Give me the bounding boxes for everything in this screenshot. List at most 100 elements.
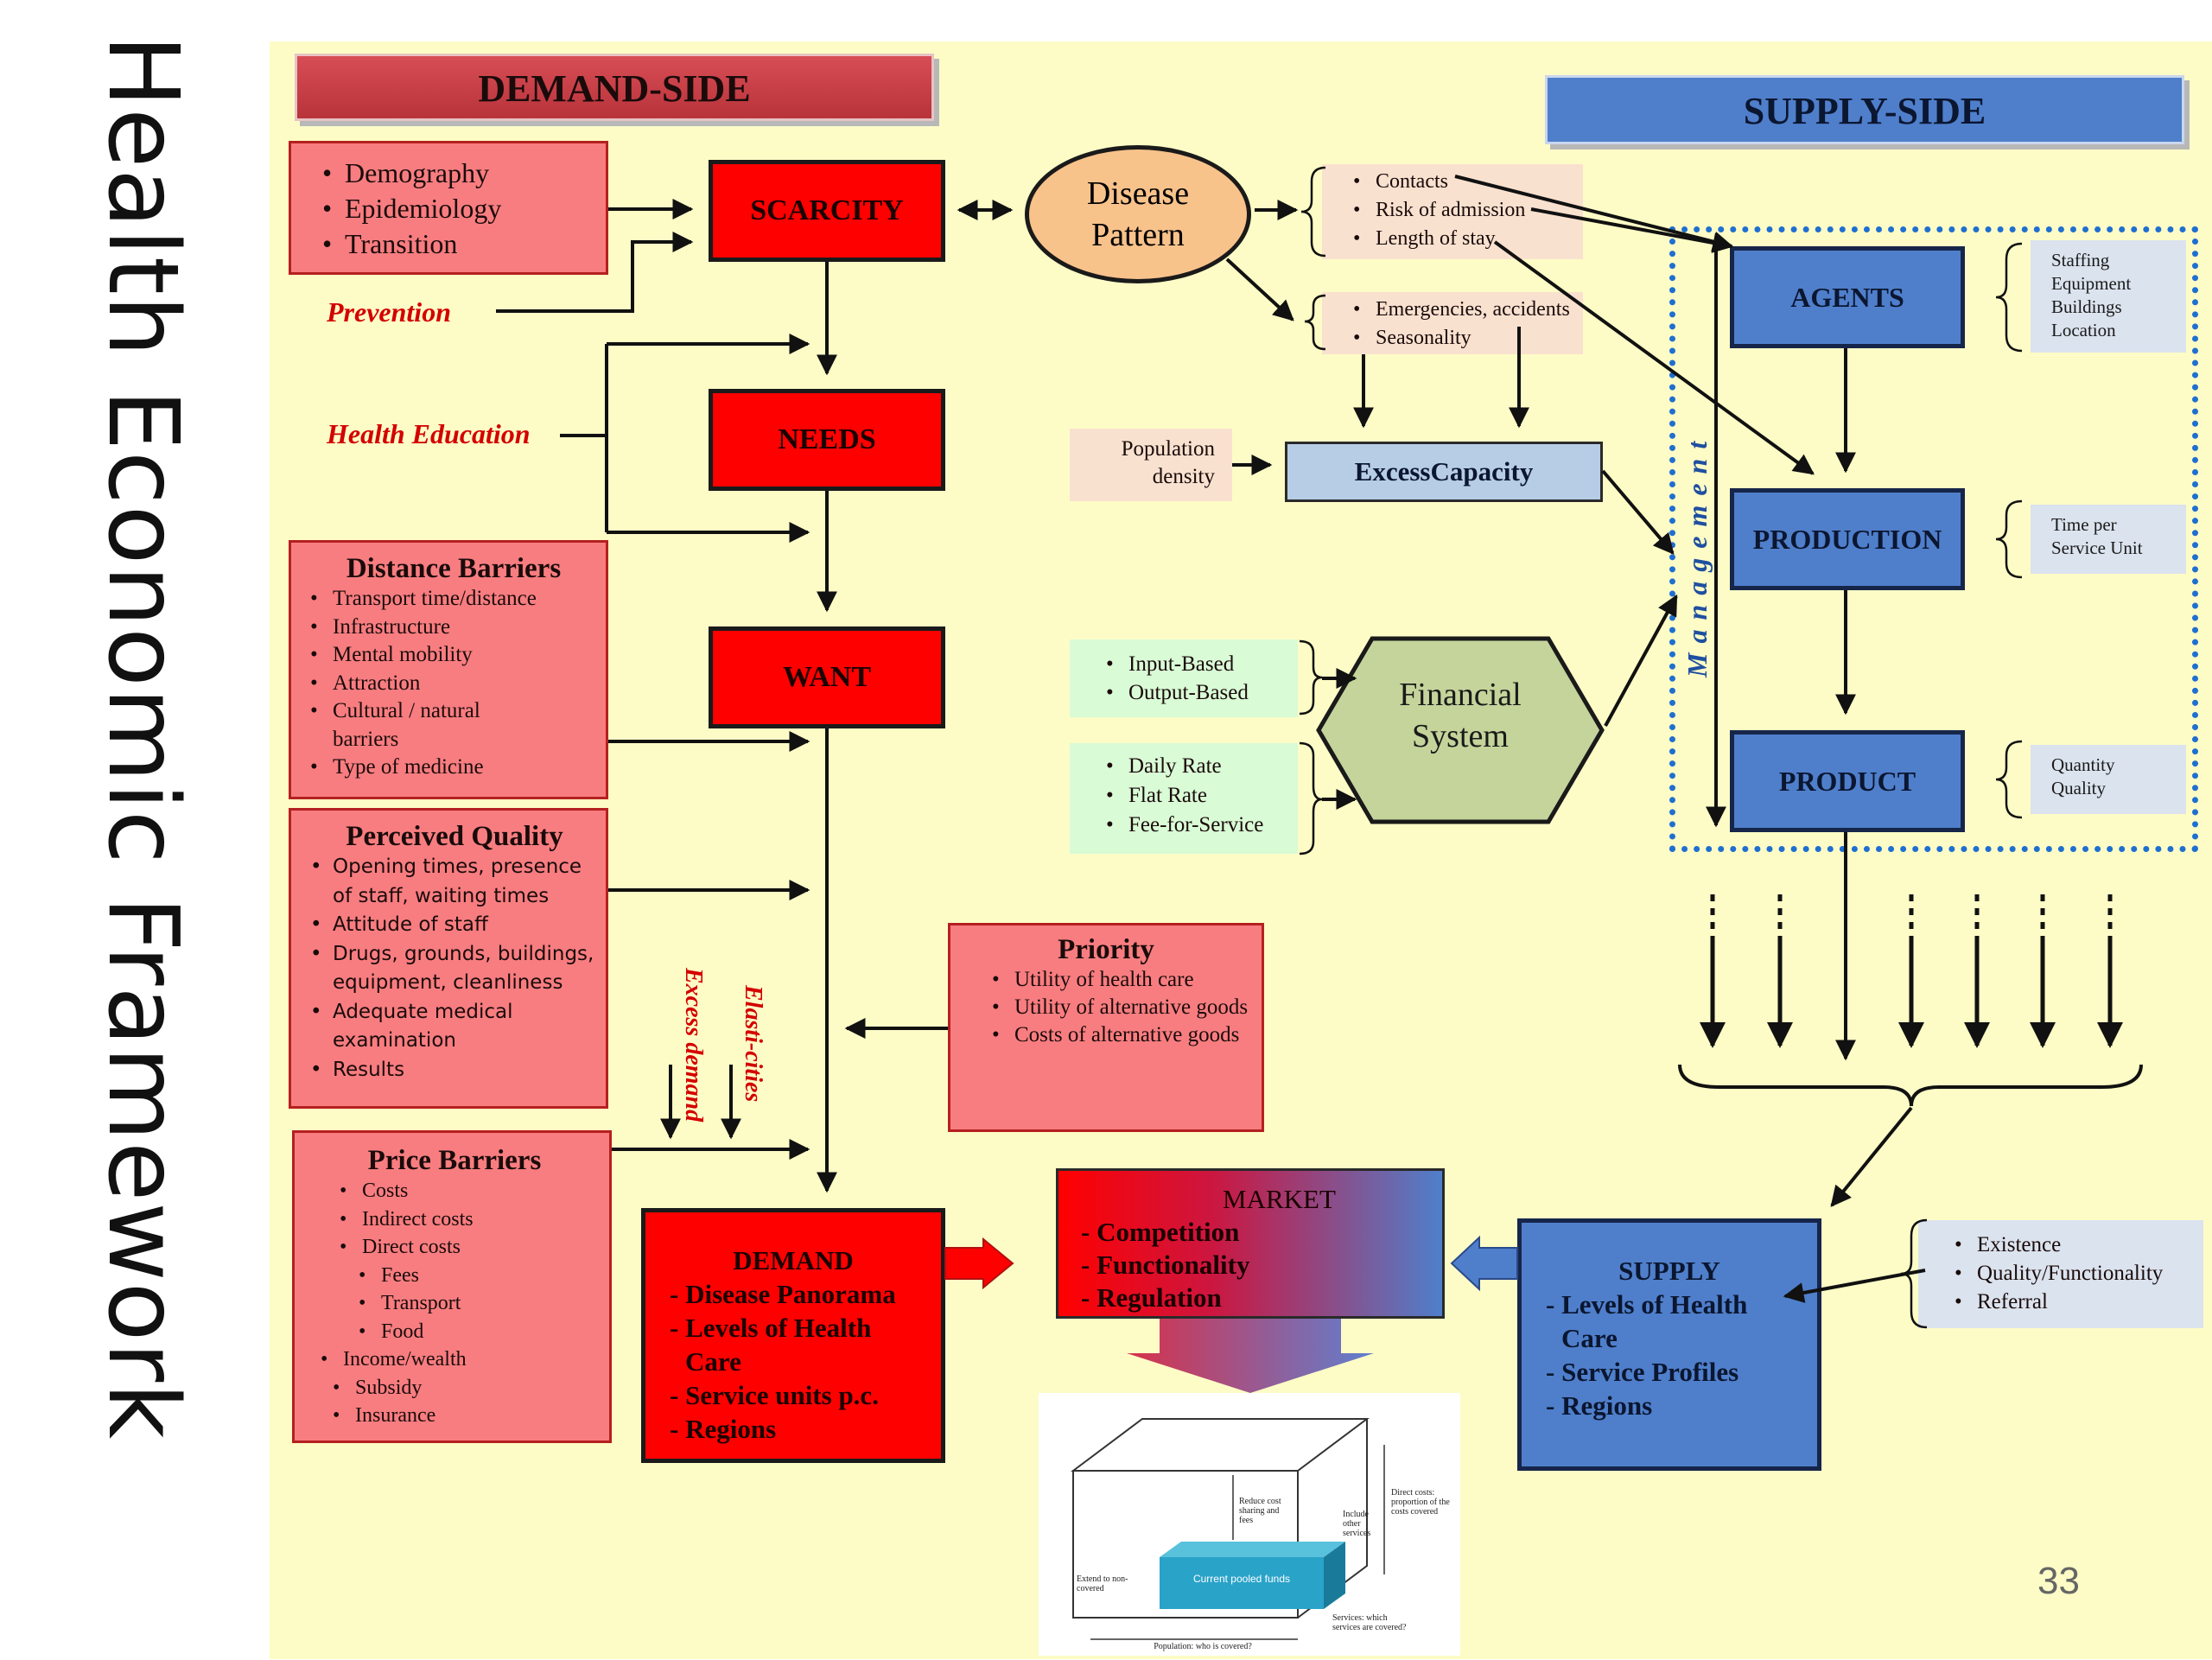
market-box: MARKET - Competition - Functionality - R… bbox=[1056, 1168, 1445, 1319]
price-barrier-item: Subsidy bbox=[333, 1374, 602, 1402]
supply-note-item: Existence bbox=[1955, 1231, 2203, 1259]
financing-item: Daily Rate bbox=[1106, 752, 1298, 781]
priority-heading: Priority bbox=[1058, 934, 1154, 965]
market-item: - Regulation bbox=[1081, 1282, 1222, 1313]
price-barrier-item: Indirect costs bbox=[340, 1205, 602, 1234]
price-barrier-item: Fees bbox=[359, 1262, 602, 1290]
market-heading: MARKET bbox=[1223, 1184, 1336, 1214]
financing-box-1: Input-Based Output-Based bbox=[1070, 639, 1298, 717]
scarcity-box: SCARCITY bbox=[709, 160, 945, 262]
population-density-label: Population density bbox=[1121, 437, 1215, 488]
demand-item: - Disease Panorama bbox=[670, 1279, 896, 1309]
supply-notes-box: Existence Quality/Functionality Referral bbox=[1918, 1220, 2203, 1328]
priority-box: Priority Utility of health care Utility … bbox=[948, 923, 1264, 1132]
agents-note: Staffing bbox=[2051, 250, 2110, 270]
market-item: - Functionality bbox=[1081, 1250, 1250, 1280]
disease-factor-item: Seasonality bbox=[1353, 324, 1583, 353]
distance-barriers-box: Distance Barriers Transport time/distanc… bbox=[289, 540, 608, 799]
financing-item: Output-Based bbox=[1106, 678, 1298, 707]
priority-item: Costs of alternative goods bbox=[992, 1021, 1255, 1049]
supply-heading: SUPPLY bbox=[1618, 1256, 1720, 1286]
production-note: Service Unit bbox=[2051, 537, 2143, 558]
financing-item: Flat Rate bbox=[1106, 781, 1298, 811]
supply-item: Care bbox=[1561, 1323, 1618, 1353]
disease-factor-item: Contacts bbox=[1353, 168, 1583, 196]
disease-pattern-label: Disease Pattern bbox=[1086, 175, 1190, 253]
health-education-label: Health Education bbox=[327, 418, 531, 449]
agents-box: AGENTS bbox=[1730, 246, 1965, 348]
demography-item: Transition bbox=[322, 226, 606, 262]
distance-barrier-item: Mental mobility bbox=[310, 641, 597, 670]
disease-factor-item: Emergencies, accidents bbox=[1353, 296, 1583, 324]
financial-system-label: Financial System bbox=[1399, 677, 1522, 754]
want-box: WANT bbox=[709, 626, 945, 728]
supply-item: - Regions bbox=[1546, 1390, 1653, 1421]
perceived-quality-heading: Perceived Quality bbox=[346, 821, 563, 852]
demand-box: DEMAND - Disease Panorama - Levels of He… bbox=[641, 1208, 945, 1463]
product-box: PRODUCT bbox=[1730, 730, 1965, 832]
prevention-label: Prevention bbox=[327, 296, 451, 328]
supply-side-header: SUPPLY-SIDE bbox=[1545, 75, 2184, 144]
supply-item: - Service Profiles bbox=[1546, 1357, 1739, 1387]
coverage-cube-figure: Current pooled funds Reduce cost sharing… bbox=[1039, 1393, 1460, 1656]
financing-item: Input-Based bbox=[1106, 650, 1298, 678]
perceived-quality-box: Perceived Quality Opening times, presenc… bbox=[289, 808, 608, 1109]
disease-factor-item: Length of stay bbox=[1353, 225, 1583, 253]
demography-item: Demography bbox=[322, 156, 606, 191]
demand-heading: DEMAND bbox=[733, 1245, 854, 1275]
priority-item: Utility of alternative goods bbox=[992, 994, 1255, 1021]
cube-direct-label: Direct costs: proportion of the costs co… bbox=[1391, 1488, 1450, 1517]
supply-box: SUPPLY - Levels of Health Care - Service… bbox=[1517, 1218, 1821, 1471]
demography-box: Demography Epidemiology Transition bbox=[289, 141, 608, 275]
supply-note-item: Quality/Functionality bbox=[1955, 1259, 2203, 1288]
agents-note: Equipment bbox=[2051, 273, 2132, 294]
agents-note: Buildings bbox=[2051, 296, 2122, 317]
distance-barrier-item: Type of medicine bbox=[310, 754, 597, 782]
product-notes-box: Quantity Quality bbox=[2031, 745, 2186, 814]
priority-item: Utility of health care bbox=[992, 966, 1255, 994]
agents-note: Location bbox=[2051, 320, 2116, 340]
price-barriers-box: Price Barriers Costs Indirect costs Dire… bbox=[292, 1130, 612, 1443]
cube-reduce-label: Reduce cost sharing and fees bbox=[1239, 1497, 1281, 1525]
distance-barrier-item: Infrastructure bbox=[310, 614, 597, 642]
demand-item: - Regions bbox=[670, 1414, 777, 1444]
price-barrier-item: Income/wealth bbox=[321, 1345, 602, 1374]
excess-capacity-box: ExcessCapacity bbox=[1285, 442, 1603, 502]
product-note: Quality bbox=[2051, 778, 2106, 798]
production-note: Time per bbox=[2051, 514, 2117, 535]
demand-item: Care bbox=[685, 1346, 741, 1377]
demand-item: - Levels of Health bbox=[670, 1313, 872, 1343]
price-barrier-item: Insurance bbox=[333, 1402, 602, 1430]
perceived-quality-item: Drugs, grounds, buildings, equipment, cl… bbox=[310, 940, 599, 998]
needs-box: NEEDS bbox=[709, 389, 945, 491]
price-barrier-item: Transport bbox=[359, 1289, 602, 1318]
agents-notes-box: Staffing Equipment Buildings Location bbox=[2031, 240, 2186, 353]
market-item: - Competition bbox=[1081, 1217, 1240, 1247]
financing-item: Fee-for-Service bbox=[1106, 811, 1298, 840]
distance-barrier-item: Cultural / natural barriers bbox=[310, 697, 531, 754]
demand-side-header: DEMAND-SIDE bbox=[295, 54, 934, 121]
demography-item: Epidemiology bbox=[322, 191, 606, 226]
production-box: PRODUCTION bbox=[1730, 488, 1965, 590]
distance-barrier-item: Transport time/distance bbox=[310, 585, 597, 614]
cube-include-label: Include other services bbox=[1343, 1510, 1371, 1538]
price-barriers-heading: Price Barriers bbox=[367, 1145, 542, 1176]
distance-barriers-heading: Distance Barriers bbox=[346, 553, 562, 584]
cube-extend-label: Extend to non-covered bbox=[1077, 1574, 1128, 1593]
disease-pattern-ellipse: Disease Pattern bbox=[1025, 145, 1251, 283]
population-density-box: Population density bbox=[1070, 429, 1232, 501]
perceived-quality-item: Adequate medical examination bbox=[310, 998, 599, 1056]
disease-factors-box-2: Emergencies, accidents Seasonality bbox=[1322, 292, 1583, 354]
price-barrier-item: Food bbox=[359, 1318, 602, 1346]
supply-note-item: Referral bbox=[1955, 1288, 2203, 1316]
cube-services-label: Services: which services are covered? bbox=[1332, 1613, 1407, 1632]
demand-item: - Service units p.c. bbox=[670, 1380, 879, 1410]
distance-barrier-item: Attraction bbox=[310, 670, 597, 698]
price-barrier-item: Direct costs bbox=[340, 1233, 602, 1262]
perceived-quality-item: Opening times, presence of staff, waitin… bbox=[310, 853, 599, 911]
perceived-quality-item: Results bbox=[310, 1056, 599, 1085]
financial-system-hexagon bbox=[1316, 636, 1605, 824]
disease-factor-item: Risk of admission bbox=[1353, 196, 1583, 225]
cube-population-label: Population: who is covered? bbox=[1154, 1642, 1252, 1651]
